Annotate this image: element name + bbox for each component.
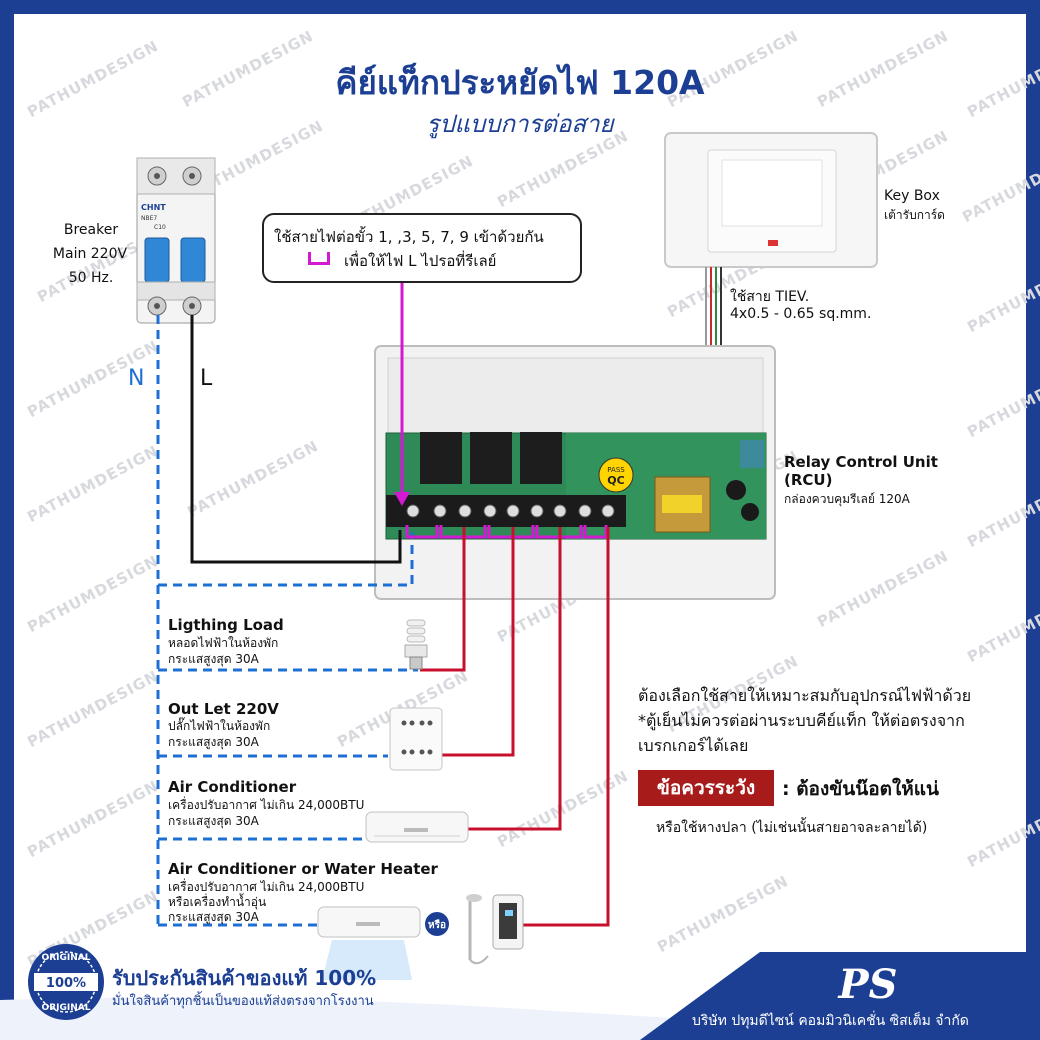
qc-pass-text: PASS [607, 466, 625, 474]
right-border [1026, 0, 1040, 1040]
load-1-current: กระแสสูงสุด 30A [168, 652, 259, 666]
note-line-3: เบรกเกอร์ได้เลย [638, 736, 749, 755]
rcu-enclosure [374, 345, 776, 600]
load-4-title: Air Conditioner or Water Heater [168, 860, 438, 878]
key-box-device [664, 132, 878, 268]
rcu-subtitle: กล่องควบคุมรีเลย์ 120A [784, 492, 910, 506]
load-wires [420, 527, 610, 927]
top-border [0, 0, 1040, 14]
water-heater-icon [466, 894, 524, 965]
note-line-1: ต้องเลือกใช้สายให้เหมาะสมกับอุปกรณ์ไฟฟ้า… [638, 686, 972, 705]
key-box-title: Key Box [884, 188, 940, 204]
warning-subtext: หรือใช้หางปลา (ไม่เช่นนั้นสายอาจละลายได้… [656, 820, 928, 836]
warning-text: : ต้องขันน๊อตให้แน่ [782, 778, 939, 800]
company-logo: PS [838, 961, 898, 1008]
terminal-screws [406, 504, 615, 518]
footer-blue-panel [640, 952, 1040, 1040]
line-wire [190, 315, 402, 564]
load-2-title: Out Let 220V [168, 700, 279, 718]
wall-outlet-icon [389, 707, 443, 771]
cfl-bulb-icon [404, 619, 428, 670]
breaker-rating: C10 [154, 224, 166, 231]
cable-line-1: ใช้สาย TIEV. [730, 289, 810, 305]
qc-label: QC [607, 474, 624, 487]
breaker-model: NBE7 [141, 215, 157, 222]
load-2-current: กระแสสูงสุด 30A [168, 735, 259, 749]
left-border [0, 0, 14, 1040]
neutral-wire [156, 315, 418, 927]
or-badge-bg [425, 912, 449, 936]
guarantee-title: รับประกันสินค้าของแท้ 100% [112, 966, 377, 990]
page-subtitle: รูปแบบการต่อสาย [426, 110, 614, 138]
original-seal-icon [28, 944, 104, 1020]
air-conditioner-2-icon [317, 906, 421, 980]
load-2-desc: ปลั๊กไฟฟ้าในห้องพัก [168, 719, 271, 733]
load-1-title: Ligthing Load [168, 616, 284, 634]
line-label: L [200, 366, 213, 391]
guarantee-subtitle: มั่นใจสินค้าทุกชิ้นเป็นของแท้ส่งตรงจากโร… [112, 994, 374, 1009]
seal-top-text: ORIGINAL [42, 953, 91, 963]
company-name: บริษัท ปทุมดีไซน์ คอมมิวนิเคชั่น ซิสเต็ม… [692, 1013, 969, 1029]
air-conditioner-icon [365, 811, 469, 843]
warning-badge: ข้อควรระวัง [638, 770, 774, 806]
seal-percent: 100% [46, 976, 86, 991]
rcu-title: Relay Control Unit [784, 453, 938, 471]
breaker-label-1: Breaker [63, 222, 119, 238]
load-3-desc: เครื่องปรับอากาศ ไม่เกิน 24,000BTU [168, 798, 365, 812]
callout-line-1: ใช้สายไฟต่อขั้ว 1, ,3, 5, 7, 9 เข้าด้วยก… [274, 228, 544, 246]
load-4-current: กระแสสูงสุด 30A [168, 910, 259, 924]
note-line-2: *ตู้เย็นไม่ควรต่อผ่านระบบคีย์แท็ก ให้ต่อ… [638, 711, 965, 730]
or-badge: หรือ [428, 919, 446, 931]
key-box-subtitle: เต้ารับการ์ด [884, 208, 945, 222]
rcu-abbrev: (RCU) [784, 471, 833, 489]
seal-bottom-text: ORIGINAL [42, 1003, 91, 1013]
load-4-desc-2: หรือเครื่องทำน้ำอุ่น [168, 895, 267, 909]
load-3-title: Air Conditioner [168, 778, 297, 796]
jumper-callout: ใช้สายไฟต่อขั้ว 1, ,3, 5, 7, 9 เข้าด้วยก… [262, 213, 582, 283]
breaker-label-2: Main 220V [52, 246, 128, 262]
cable-line-2: 4x0.5 - 0.65 sq.mm. [730, 306, 872, 322]
breaker-label-3: 50 Hz. [68, 270, 114, 286]
breaker-device [136, 157, 216, 324]
breaker-brand: CHNT [141, 203, 166, 212]
callout-line-2: เพื่อให้ไฟ L ไปรอที่รีเลย์ [344, 252, 497, 270]
load-4-desc: เครื่องปรับอากาศ ไม่เกิน 24,000BTU [168, 880, 365, 894]
neutral-label: N [128, 366, 145, 391]
page-title: คีย์แท็กประหยัดไฟ 120A [335, 63, 705, 102]
load-3-current: กระแสสูงสุด 30A [168, 814, 259, 828]
jumper-legend-icon [308, 252, 330, 265]
load-1-desc: หลอดไฟฟ้าในห้องพัก [168, 636, 279, 650]
